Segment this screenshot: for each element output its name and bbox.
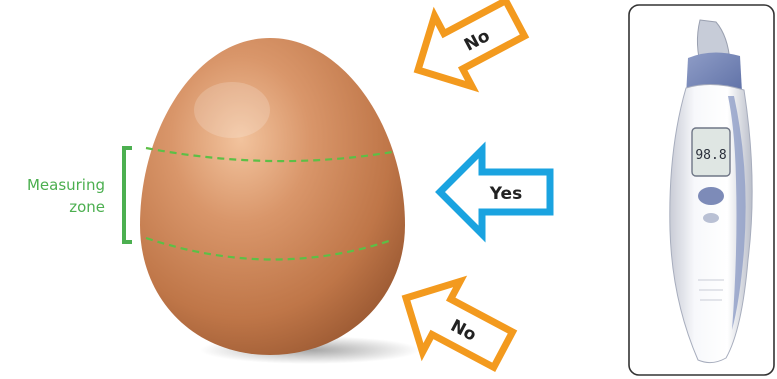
- zone-label-line1: Measuring: [27, 176, 105, 194]
- arrow-no-top: No: [413, 0, 530, 93]
- thermometer-trim: [728, 96, 746, 330]
- arrow-no-top-shape: [413, 0, 530, 93]
- thermometer-display: [691, 127, 731, 177]
- zone-bottom-line: [145, 236, 393, 261]
- thermometer-panel: 98.8: [628, 4, 775, 376]
- arrow-no-bottom-shape: [401, 275, 518, 373]
- egg-shell: [140, 38, 405, 355]
- zone-bracket: [122, 146, 132, 244]
- arrow-no-bottom: No: [401, 275, 518, 373]
- arrow-yes: Yes: [435, 141, 554, 243]
- measuring-zone: Measuring zone: [27, 146, 132, 244]
- arrow-yes-label: Yes: [489, 184, 522, 204]
- thermometer-reading: 98.8: [695, 148, 726, 163]
- thermometer-body: [669, 84, 753, 364]
- ear-thermometer: 98.8: [669, 19, 753, 364]
- egg: [140, 38, 420, 364]
- zone-label-line2: zone: [69, 198, 105, 216]
- arrow-yes-shape: [435, 141, 554, 243]
- thermometer-button: [698, 187, 724, 205]
- thermometer-button-small: [703, 213, 719, 223]
- zone-top-line: [145, 146, 393, 163]
- egg-highlight: [194, 82, 270, 138]
